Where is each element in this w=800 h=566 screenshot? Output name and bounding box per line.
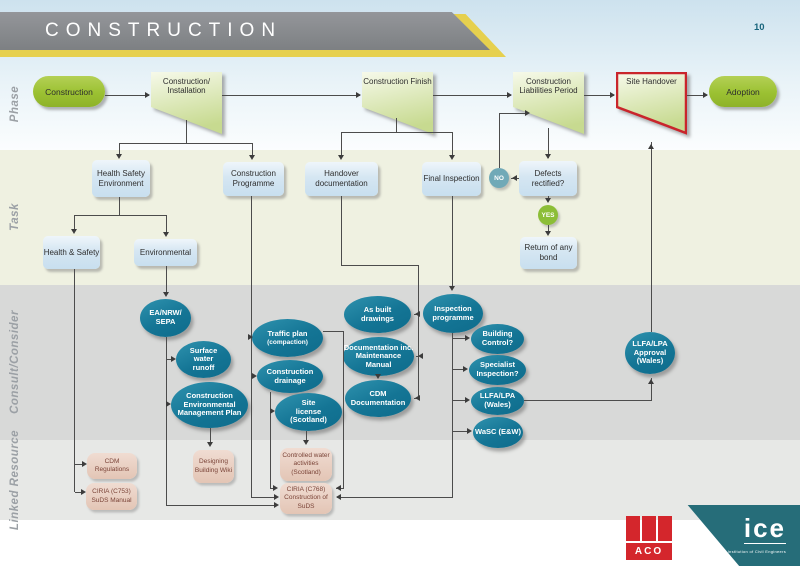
node-final-inspection: Final Inspection (422, 162, 481, 196)
row-label-linked: Linked Resource (9, 429, 21, 531)
pennant-label: Construction Liabilities Period (519, 77, 578, 96)
node-specialist-inspection: Specialist Inspection? (469, 355, 526, 385)
node-site-license: Site license (Scotland) (275, 393, 342, 431)
node-ciria-c753: CIRIA (C753) SuDS Manual (86, 483, 137, 510)
node-return-of-any-bond: Return of any bond (520, 237, 577, 269)
pennant-label: Construction/ Installation (162, 77, 211, 96)
node-ciria-c768: CIRIA (C768) Construction of SuDS (280, 483, 332, 514)
node-llfa-lpa-approval: LLFA/LPA Approval (Wales) (625, 332, 675, 374)
node-building-control: Building Control? (471, 324, 524, 354)
node-handover-documentation: Handover documentation (305, 162, 378, 196)
node-traffic-plan: Traffic plan (compaction) (252, 319, 323, 357)
node-construction-drainage: Construction drainage (257, 360, 323, 393)
ice-logo-text: ice (743, 513, 786, 544)
traffic-plan-sublabel: (compaction) (267, 338, 308, 346)
node-construction-liabilities: Construction Liabilities Period (513, 72, 584, 136)
node-environmental: Environmental (134, 239, 197, 266)
node-construction-programme: Construction Programme (223, 162, 284, 196)
pennant-label: Site Handover (626, 77, 677, 86)
node-cdm-regulations: CDM Regulations (87, 453, 137, 479)
aco-logo: ACO (626, 516, 672, 560)
node-cemp: Construction Environmental Management Pl… (171, 382, 248, 428)
node-adoption: Adoption (709, 76, 777, 107)
aco-logo-text: ACO (626, 543, 672, 560)
node-construction-finish: Construction Finish (362, 72, 433, 136)
ice-logo: ice Institution of Civil Engineers (687, 505, 800, 566)
node-designing-building-wiki: Designing Building Wiki (193, 450, 234, 483)
row-label-consult: Consult/Consider (9, 310, 21, 414)
node-surface-water-runoff: Surface water runoff (176, 341, 231, 378)
node-health-safety-environment: Health Safety Environment (92, 160, 150, 197)
row-label-phase: Phase (9, 85, 21, 123)
aco-logo-bars (626, 516, 672, 541)
pennant-label: Construction Finish (363, 77, 432, 86)
node-ea-nrw-sepa: EA/NRW/ SEPA (140, 299, 191, 337)
traffic-plan-label: Traffic plan (267, 328, 308, 338)
node-health-and-safety: Health & Safety (43, 236, 100, 269)
no-badge: NO (489, 168, 509, 188)
node-documentation-maintenance-manual: Documentation inc. Maintenance Manual (343, 337, 414, 376)
ice-logo-subtext: Institution of Civil Engineers (727, 549, 786, 554)
node-site-handover: Site Handover (616, 72, 687, 136)
node-cdm-documentation: CDM Documentation (345, 380, 411, 417)
node-construction-installation: Construction/ Installation (151, 72, 222, 136)
page-number: 10 (754, 22, 765, 33)
node-wasc: WaSC (E&W) (473, 417, 523, 448)
node-construction: Construction (33, 76, 105, 107)
node-controlled-water-activities: Controlled water activities (Scotland) (280, 448, 332, 481)
node-inspection-programme: Inspection programme (423, 294, 483, 333)
page-title: CONSTRUCTION (0, 12, 490, 50)
node-defects-rectified: Defects rectified? (519, 161, 577, 196)
node-as-built-drawings: As built drawings (344, 296, 411, 333)
yes-badge: YES (538, 205, 558, 225)
row-label-task: Task (9, 203, 21, 231)
node-llfa-lpa-wales: LLFA/LPA (Wales) (471, 387, 524, 415)
